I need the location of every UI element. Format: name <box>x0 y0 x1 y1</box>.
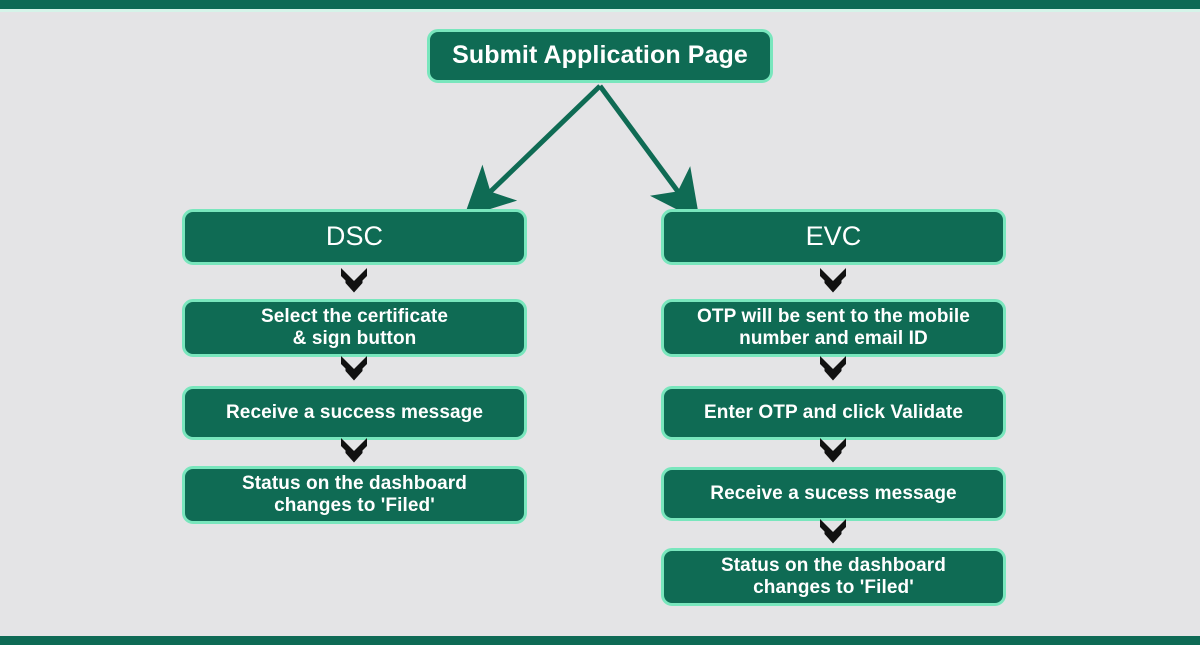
node-label-line-1: Enter OTP and click Validate <box>703 401 964 423</box>
node-evc-step-3[interactable]: Receive a sucess message <box>661 467 1006 521</box>
node-label-line-2: changes to 'Filed' <box>274 495 435 516</box>
node-label-line-2: number and email ID <box>739 328 928 349</box>
emphasised-status-value: 'Filed' <box>380 495 435 516</box>
node-label-line-1: Status on the dashboard <box>720 554 947 576</box>
node-label: Select the certificate & sign button <box>193 306 516 351</box>
node-label: Submit Application Page <box>452 41 748 70</box>
top-accent-bar-light <box>0 9 1200 12</box>
node-label: Receive a sucess message <box>672 483 995 505</box>
node-evc-step-4[interactable]: Status on the dashboard changes to 'File… <box>661 548 1006 606</box>
node-label-line-1: Status on the dashboard <box>241 472 468 494</box>
double-chevron-down-icon <box>337 353 371 385</box>
double-chevron-down-icon <box>816 435 850 467</box>
top-accent-bar <box>0 0 1200 9</box>
node-label-line-1: Select the certificate <box>260 305 448 327</box>
double-chevron-down-icon <box>816 516 850 548</box>
node-submit-application-page[interactable]: Submit Application Page <box>427 29 773 83</box>
double-chevron-down-icon <box>337 265 371 297</box>
node-evc-step-2[interactable]: Enter OTP and click Validate <box>661 386 1006 440</box>
bottom-accent-bar <box>0 636 1200 645</box>
node-label: Status on the dashboard changes to 'File… <box>672 555 995 600</box>
node-label: DSC <box>325 221 384 252</box>
double-chevron-down-icon <box>816 353 850 385</box>
double-chevron-down-icon <box>816 265 850 297</box>
node-branch-heading-dsc[interactable]: DSC <box>182 209 527 265</box>
node-label-line-2: & sign button <box>292 328 417 349</box>
node-branch-heading-evc[interactable]: EVC <box>661 209 1006 265</box>
node-label: Receive a success message <box>193 402 516 424</box>
emphasised-status-value: 'Filed' <box>859 577 914 598</box>
node-dsc-step-3[interactable]: Status on the dashboard changes to 'File… <box>182 466 527 524</box>
double-chevron-down-icon <box>337 435 371 467</box>
node-label: Enter OTP and click Validate <box>672 402 995 424</box>
node-label-line-1: Receive a success message <box>225 401 484 423</box>
node-label: EVC <box>805 221 862 252</box>
node-label-line-2: changes to 'Filed' <box>753 577 914 598</box>
node-evc-step-1[interactable]: OTP will be sent to the mobile number an… <box>661 299 1006 357</box>
node-label: Status on the dashboard changes to 'File… <box>193 473 516 518</box>
node-label: OTP will be sent to the mobile number an… <box>672 306 995 351</box>
node-dsc-step-1[interactable]: Select the certificate & sign button <box>182 299 527 357</box>
node-dsc-step-2[interactable]: Receive a success message <box>182 386 527 440</box>
node-label-line-1: Receive a sucess message <box>710 482 957 504</box>
node-label-line-1: OTP will be sent to the mobile <box>697 305 970 327</box>
